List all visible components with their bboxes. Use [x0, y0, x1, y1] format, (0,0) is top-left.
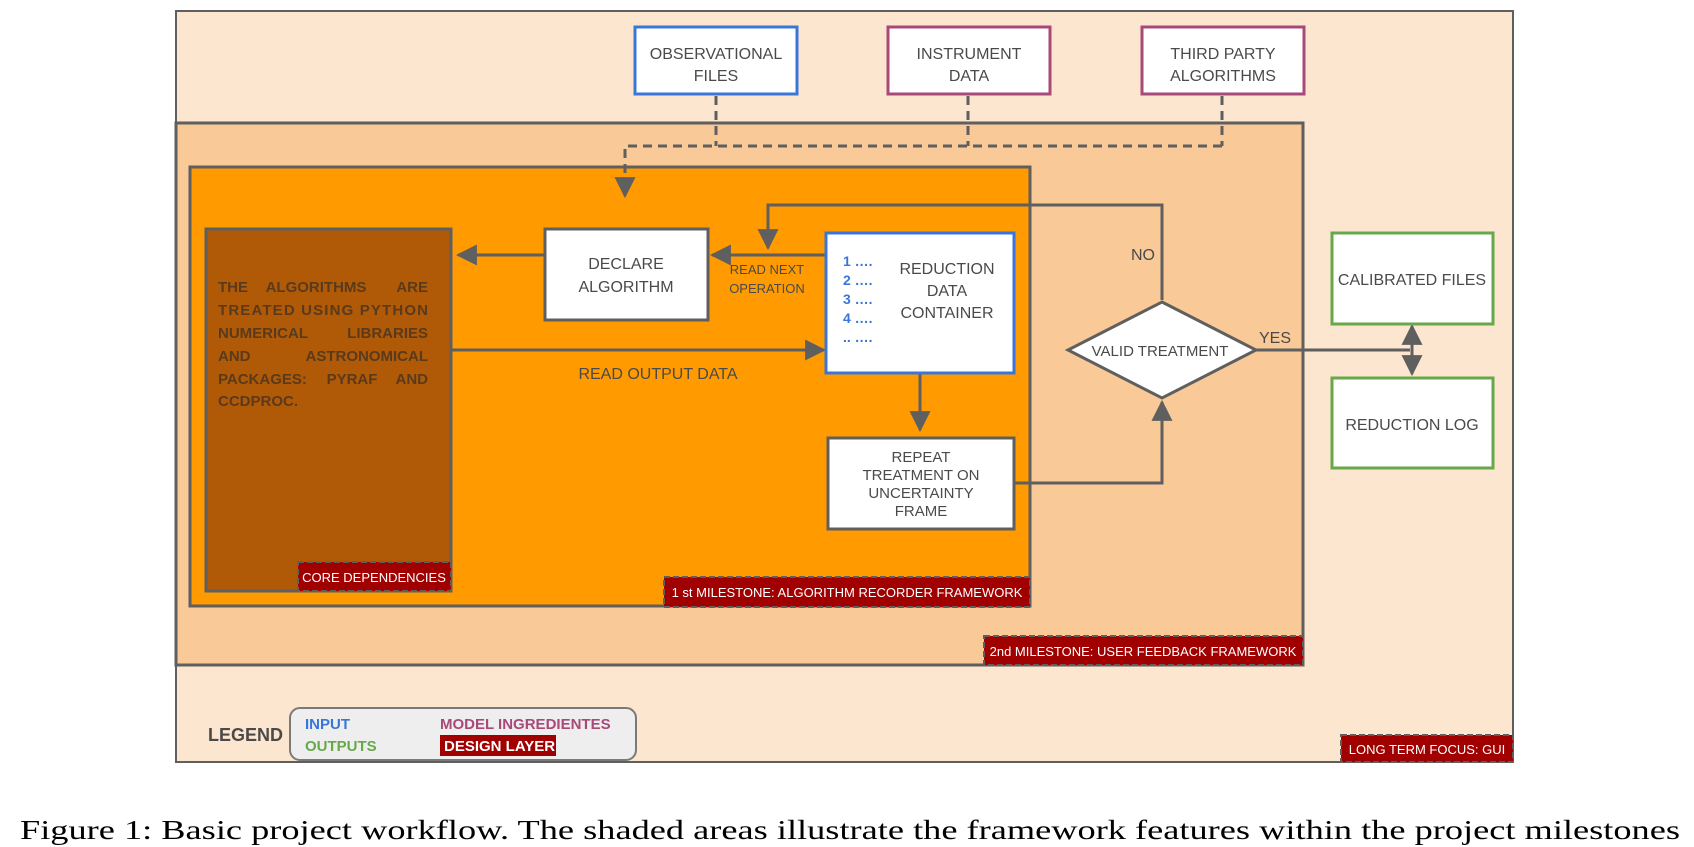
svg-text:ALGORITHMS: ALGORITHMS	[1170, 68, 1276, 85]
reduction-data-container: 1 …. 2 …. 3 …. 4 …. .. …. REDUCTION DATA…	[824, 231, 1016, 375]
core-line-1: THE	[218, 279, 248, 296]
svg-text:VALID TREATMENT: VALID TREATMENT	[1092, 343, 1229, 360]
svg-text:4 ….: 4 ….	[843, 310, 873, 326]
svg-text:ASTRONOMICAL: ASTRONOMICAL	[306, 348, 429, 365]
svg-text:UNCERTAINTY: UNCERTAINTY	[868, 485, 973, 502]
svg-text:CALIBRATED FILES: CALIBRATED FILES	[1338, 272, 1486, 289]
flow-arrows	[451, 203, 1423, 485]
core-line-2: TREATED USING PYTHON	[218, 302, 428, 319]
svg-text:ALGORITHM: ALGORITHM	[578, 279, 673, 296]
svg-text:DATA: DATA	[927, 283, 968, 300]
svg-text:DATA: DATA	[949, 68, 990, 85]
tag-core-dependencies: CORE DEPENDENCIES	[297, 561, 452, 592]
svg-text:OPERATION: OPERATION	[729, 281, 805, 296]
svg-text:LIBRARIES: LIBRARIES	[347, 325, 428, 342]
svg-text:CONTAINER: CONTAINER	[900, 305, 993, 322]
svg-text:REPEAT: REPEAT	[892, 449, 951, 466]
read-next-operation-label: READ NEXT OPERATION	[729, 262, 805, 296]
svg-text:2 ….: 2 ….	[843, 272, 873, 288]
svg-text:1 st MILESTONE: ALGORITHM RECO: 1 st MILESTONE: ALGORITHM RECORDER FRAME…	[672, 585, 1023, 600]
svg-text:FILES: FILES	[694, 68, 738, 85]
svg-text:ARE: ARE	[396, 279, 428, 296]
decision-yes-label: YES	[1259, 330, 1291, 347]
repeat-treatment-box: REPEAT TREATMENT ON UNCERTAINTY FRAME	[826, 436, 1016, 531]
container-list: 1 …. 2 …. 3 …. 4 …. .. ….	[843, 253, 873, 345]
svg-text:REDUCTION LOG: REDUCTION LOG	[1345, 417, 1478, 434]
core-line-6: CCDPROC.	[218, 393, 298, 410]
legend-input: INPUT	[305, 716, 350, 733]
valid-treatment-decision: VALID TREATMENT	[1064, 300, 1260, 400]
read-output-data-label: READ OUTPUT DATA	[578, 366, 737, 383]
core-line-3: NUMERICAL	[218, 325, 308, 342]
svg-text:2nd MILESTONE: USER FEEDBACK F: 2nd MILESTONE: USER FEEDBACK FRAMEWORK	[990, 644, 1297, 659]
tag-milestone-1: 1 st MILESTONE: ALGORITHM RECORDER FRAME…	[663, 576, 1031, 608]
svg-text:CORE DEPENDENCIES: CORE DEPENDENCIES	[302, 570, 446, 585]
svg-text:FRAME: FRAME	[895, 503, 948, 520]
svg-text:THIRD PARTY: THIRD PARTY	[1170, 46, 1276, 63]
svg-text:DECLARE: DECLARE	[588, 256, 664, 273]
svg-text:INSTRUMENT: INSTRUMENT	[917, 46, 1022, 63]
svg-text:ALGORITHMS: ALGORITHMS	[266, 279, 367, 296]
svg-text:TREATMENT ON: TREATMENT ON	[863, 467, 980, 484]
svg-text:REDUCTION: REDUCTION	[899, 261, 994, 278]
svg-text:AND: AND	[396, 371, 429, 388]
decision-no-label: NO	[1131, 247, 1155, 264]
core-description: THE ALGORITHMS ARE TREATED USING PYTHON …	[218, 279, 428, 410]
input-observational-files: OBSERVATIONAL FILES	[633, 25, 799, 96]
svg-text:PYRAF: PYRAF	[327, 371, 378, 388]
legend-model: MODEL INGREDIENTES	[440, 716, 611, 733]
input-third-party-algorithms: THIRD PARTY ALGORITHMS	[1140, 25, 1306, 96]
legend-outputs: OUTPUTS	[305, 738, 377, 755]
core-line-4: AND	[218, 348, 251, 365]
svg-text:READ NEXT: READ NEXT	[730, 262, 804, 277]
legend-design-swatch	[440, 735, 556, 756]
output-reduction-log: REDUCTION LOG	[1330, 376, 1495, 470]
figure-caption: Figure 1: Basic project workflow. The sh…	[20, 815, 1680, 845]
core-line-5: PACKAGES:	[218, 371, 307, 388]
core-dependencies-box	[204, 227, 453, 593]
legend: LEGEND INPUT OUTPUTS MODEL INGREDIENTES …	[208, 707, 637, 761]
tag-milestone-2: 2nd MILESTONE: USER FEEDBACK FRAMEWORK	[983, 635, 1304, 666]
svg-text:1 ….: 1 ….	[843, 253, 873, 269]
output-calibrated-files: CALIBRATED FILES	[1330, 231, 1495, 326]
svg-text:OBSERVATIONAL: OBSERVATIONAL	[650, 46, 783, 63]
declare-algorithm-box: DECLARE ALGORITHM	[543, 227, 710, 322]
svg-text:LONG TERM FOCUS: GUI: LONG TERM FOCUS: GUI	[1349, 742, 1506, 757]
svg-text:3 ….: 3 ….	[843, 291, 873, 307]
svg-text:.. ….: .. ….	[843, 329, 873, 345]
input-dashed-connectors	[614, 96, 1224, 199]
legend-title: LEGEND	[208, 725, 283, 745]
input-instrument-data: INSTRUMENT DATA	[886, 25, 1052, 96]
tag-long-term-focus: LONG TERM FOCUS: GUI	[1340, 734, 1514, 763]
legend-design: DESIGN LAYER	[444, 738, 555, 755]
